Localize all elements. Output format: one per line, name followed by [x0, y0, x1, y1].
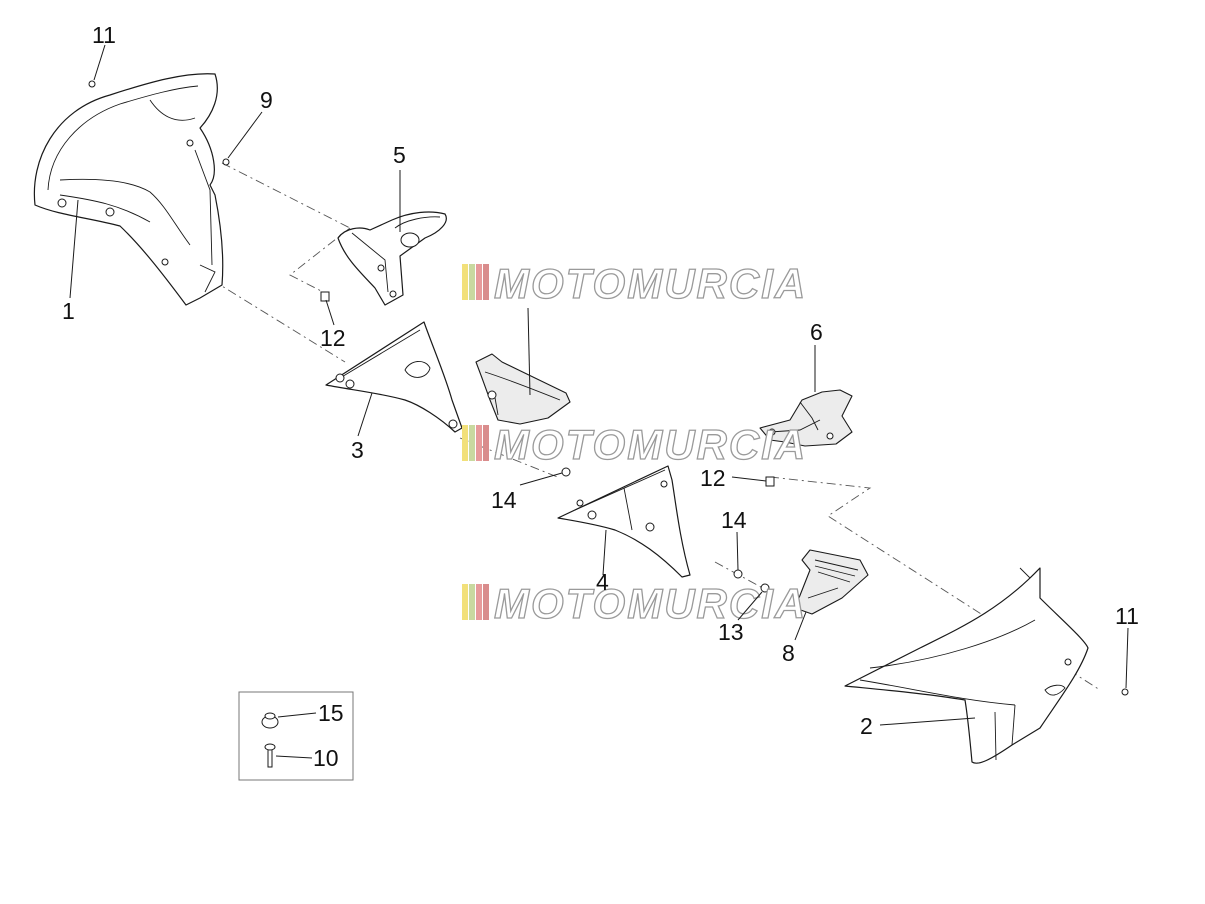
- part-5-bracket: [337, 211, 447, 306]
- watermark-middle: MOTOMURCIA: [462, 420, 807, 469]
- bolt-10-icon: [264, 743, 276, 768]
- callout-3: 3: [351, 437, 364, 463]
- nut-13: [760, 583, 770, 593]
- hardware-inset: [238, 691, 354, 781]
- callout-1: 1: [62, 298, 75, 324]
- part-8-grille: [794, 549, 869, 615]
- callout-12-left: 12: [320, 325, 346, 351]
- callout-14-left: 14: [491, 487, 517, 513]
- callouts: 11 9 5 1 12 3 6 12 14 14 4 13 8 11 2 15 …: [62, 22, 1139, 771]
- part-4-inner-panel: [557, 465, 691, 578]
- watermark-bottom: MOTOMURCIA: [462, 579, 807, 628]
- callout-10: 10: [313, 745, 339, 771]
- callout-9: 9: [260, 87, 273, 113]
- watermark-text: MOTOMURCIA: [494, 421, 807, 468]
- screw-11-right: [1121, 688, 1129, 696]
- watermark-top: MOTOMURCIA: [462, 259, 807, 308]
- watermark-text: MOTOMURCIA: [494, 580, 807, 627]
- callout-5: 5: [393, 142, 406, 168]
- screw-11-top: [88, 80, 96, 88]
- washer-14-left: [561, 467, 571, 477]
- callout-15: 15: [318, 700, 344, 726]
- callout-12-right: 12: [700, 465, 726, 491]
- washer-14-right: [733, 569, 743, 579]
- nut-9: [222, 158, 230, 166]
- part-6-bracket: [759, 389, 853, 447]
- callout-11-right: 11: [1115, 603, 1139, 629]
- callout-14-right: 14: [721, 507, 747, 533]
- part-duct-bracket: [475, 353, 571, 425]
- part-2-right-front-panel: [844, 567, 1089, 764]
- hardware: [88, 80, 1129, 696]
- callout-13: 13: [718, 619, 744, 645]
- callout-4: 4: [596, 569, 609, 595]
- clip-12-right: [765, 476, 775, 487]
- watermark-text: MOTOMURCIA: [494, 260, 807, 307]
- clip-12-left: [320, 291, 330, 302]
- callout-8: 8: [782, 640, 795, 666]
- callout-11-top: 11: [92, 22, 116, 48]
- callout-6: 6: [810, 319, 823, 345]
- part-3-inner-panel: [325, 321, 463, 433]
- nut-15-icon: [261, 712, 279, 729]
- callout-2: 2: [860, 713, 873, 739]
- leader-lines: [69, 44, 1129, 759]
- part-1-left-front-panel: [33, 73, 224, 306]
